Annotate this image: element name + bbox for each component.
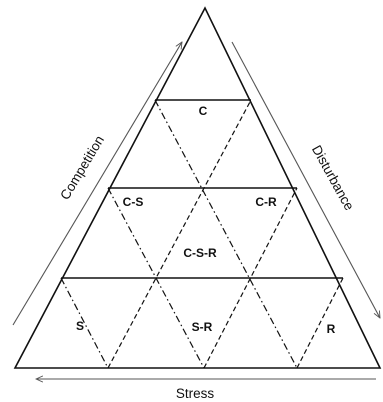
region-label-sr: S-R [192, 320, 213, 334]
disturbance-label: Disturbance [309, 143, 357, 213]
region-label-cs: C-S [123, 195, 144, 209]
region-label-s: S [76, 319, 84, 333]
region-label-csr: C-S-R [183, 246, 217, 260]
competition-arrow [12, 42, 182, 326]
competition-label: Competition [57, 133, 107, 202]
disturbance-arrow [231, 41, 380, 318]
region-label-r: R [327, 322, 336, 336]
dashdot-lines [60, 99, 298, 369]
region-label-c: C [199, 104, 208, 118]
dashed-lines [107, 99, 344, 369]
region-label-cr: C-R [255, 195, 277, 209]
stress-label: Stress [176, 386, 215, 401]
